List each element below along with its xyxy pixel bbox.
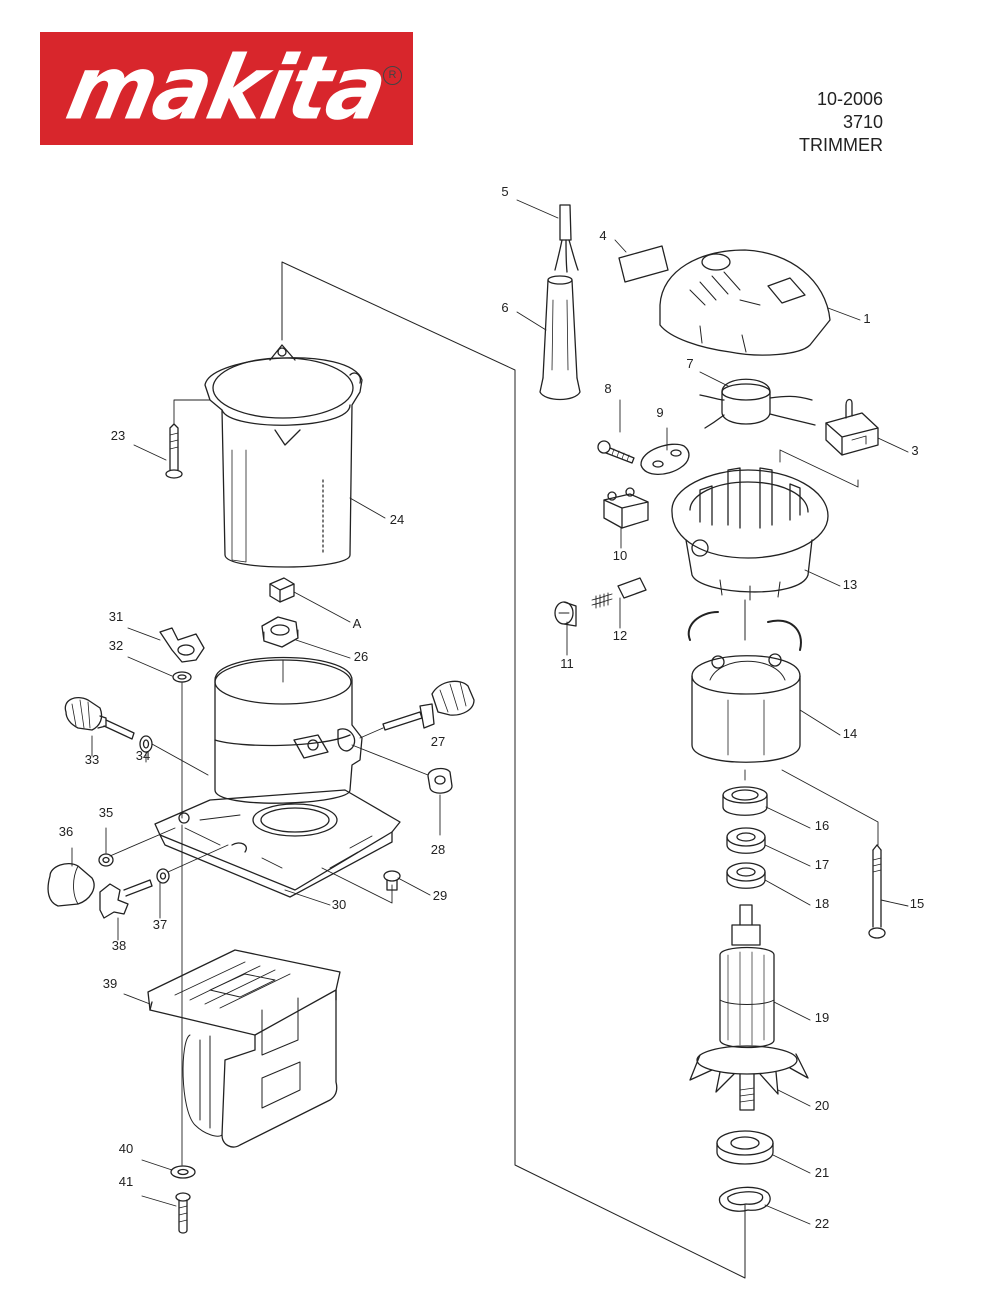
callout-20: 20 [815, 1098, 829, 1113]
document-header: 10-2006 3710 TRIMMER [799, 88, 883, 157]
part-24-motor-housing [204, 344, 363, 568]
part-4-nameplate [618, 245, 669, 283]
makita-logo: makita [40, 32, 413, 145]
part-callouts: 13456789101112131415161718192021222324A2… [59, 184, 924, 1231]
part-37-washer [156, 868, 170, 884]
part-11-brush-cap [554, 601, 577, 627]
part-13-motor-housing [671, 467, 829, 601]
part-20-fan [689, 1045, 809, 1111]
part-10-terminal-block [603, 487, 649, 529]
part-18-ball-bearing [726, 862, 766, 889]
callout-36: 36 [59, 824, 73, 839]
part-26-hex-nut [261, 616, 299, 648]
callout-17: 17 [815, 857, 829, 872]
assembly-boundary-line [281, 261, 746, 1279]
callout-26: 26 [354, 649, 368, 664]
callout-22: 22 [815, 1216, 829, 1231]
callout-39: 39 [103, 976, 117, 991]
callout-33: 33 [85, 752, 99, 767]
part-9-cord-clamp [640, 443, 690, 476]
part-40-washer [170, 1165, 196, 1179]
callout-13: 13 [843, 577, 857, 592]
part-38-wing-bolt [99, 879, 153, 919]
issue-date: 10-2006 [816, 89, 883, 109]
part-3-switch [825, 398, 879, 456]
callout-37: 37 [153, 917, 167, 932]
product-name: TRIMMER [799, 135, 883, 155]
callout-34: 34 [136, 748, 150, 763]
part-27-knob [382, 680, 475, 731]
callout-5: 5 [501, 184, 508, 199]
callout-12: 12 [613, 628, 627, 643]
callout-4: 4 [599, 228, 606, 243]
callout-23: 23 [111, 428, 125, 443]
part-15-long-screw [868, 844, 886, 939]
callout-10: 10 [613, 548, 627, 563]
registered-mark: R [383, 66, 402, 85]
callout-3: 3 [911, 443, 918, 458]
part-7-noise-suppressor [699, 378, 816, 429]
callout-15: 15 [910, 896, 924, 911]
callout-21: 21 [815, 1165, 829, 1180]
part-31-wing-nut [159, 627, 205, 663]
part-17-ball-bearing [726, 827, 766, 854]
part-33-knob-bolt [64, 697, 135, 740]
part-12-carbon-brush [591, 577, 647, 609]
part-1-rear-cover [659, 249, 831, 356]
part-19-armature [719, 904, 775, 1049]
callout-32: 32 [109, 638, 123, 653]
callout-24: 24 [390, 512, 404, 527]
callout-1: 1 [863, 311, 870, 326]
callout-35: 35 [99, 805, 113, 820]
part-41-screw [175, 1192, 191, 1234]
callout-31: 31 [109, 609, 123, 624]
part-35-washer [98, 853, 114, 867]
callout-14: 14 [843, 726, 857, 741]
part-6-cord-guard [539, 275, 581, 401]
callout-9: 9 [656, 405, 663, 420]
callout-27: 27 [431, 734, 445, 749]
callout-41: 41 [119, 1174, 133, 1189]
callout-29: 29 [433, 888, 447, 903]
part-16-insulation-washer [722, 786, 768, 816]
leader-lines [71, 199, 909, 1225]
callout-38: 38 [112, 938, 126, 953]
callout-16: 16 [815, 818, 829, 833]
part-21-ball-bearing [716, 1130, 774, 1165]
part-36-knob [47, 862, 95, 907]
callout-18: 18 [815, 896, 829, 911]
part-32-washer [172, 671, 192, 683]
part-8-screw [597, 440, 635, 464]
part-39-trimmer-guide [147, 949, 341, 1148]
callout-8: 8 [604, 381, 611, 396]
callout-30: 30 [332, 897, 346, 912]
callout-7: 7 [686, 356, 693, 371]
callout-19: 19 [815, 1010, 829, 1025]
model-number: 3710 [842, 112, 883, 132]
callout-11: 11 [560, 656, 574, 671]
part-28-nut [427, 767, 453, 794]
callout-40: 40 [119, 1141, 133, 1156]
part-23-screw [165, 423, 183, 479]
callout-A: A [353, 616, 362, 631]
part-A-collet-nut [269, 577, 295, 603]
callout-6: 6 [501, 300, 508, 315]
callout-28: 28 [431, 842, 445, 857]
part-5-cord [554, 204, 579, 273]
